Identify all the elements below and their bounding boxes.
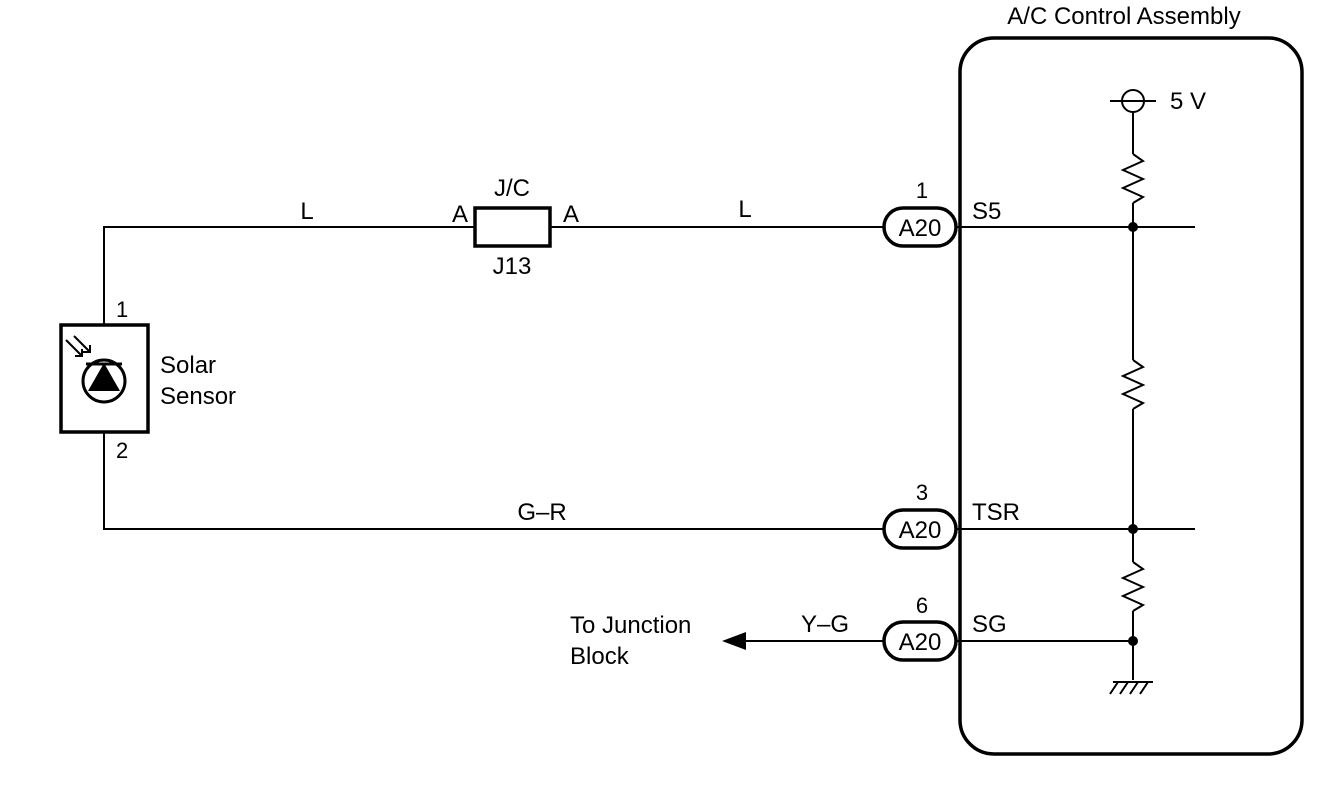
junction-right-pin: A — [563, 201, 579, 228]
wire-label-tsr: G–R — [517, 499, 566, 526]
node-dot-s5 — [1128, 222, 1138, 232]
svg-text:SG: SG — [972, 611, 1007, 638]
wire-tsr — [103, 432, 884, 530]
ground-icon — [1109, 681, 1153, 695]
destination-line2: Block — [570, 643, 630, 670]
svg-text:A20: A20 — [899, 629, 942, 656]
node-dot-tsr — [1128, 524, 1138, 534]
destination-line1: To Junction — [570, 612, 691, 639]
svg-text:3: 3 — [916, 480, 928, 505]
light-arrows-icon — [65, 335, 91, 357]
photodiode-icon — [88, 363, 120, 391]
svg-text:S5: S5 — [972, 198, 1001, 225]
connector-pin-3: A20 3 TSR — [882, 480, 1020, 550]
junction-left-pin: A — [452, 201, 468, 228]
sensor-pin-top: 1 — [116, 297, 128, 322]
junction-bottom-label: J13 — [493, 253, 532, 280]
resistor-top-icon — [1120, 153, 1146, 204]
node-dot-sg — [1128, 636, 1138, 646]
ac-control-assembly-box — [958, 36, 1304, 756]
junction-connector-box — [473, 206, 552, 248]
sensor-name-line2: Sensor — [160, 383, 236, 410]
supply-5v-label: 5 V — [1170, 88, 1206, 115]
svg-text:1: 1 — [916, 178, 928, 203]
wire-label-s5-left: L — [300, 198, 313, 225]
sensor-name-line1: Solar — [160, 352, 216, 379]
sensor-pin-bottom: 2 — [116, 438, 128, 463]
svg-text:TSR: TSR — [972, 499, 1020, 526]
photodiode-circle — [81, 358, 127, 404]
connector-pin-1: A20 1 S5 — [882, 178, 1001, 248]
assembly-title: A/C Control Assembly — [1007, 3, 1240, 30]
svg-text:A20: A20 — [899, 517, 942, 544]
junction-top-label: J/C — [494, 175, 530, 202]
svg-text:6: 6 — [916, 593, 928, 618]
wire-label-s5-right: L — [738, 196, 751, 223]
resistor-bottom-icon — [1120, 561, 1146, 612]
connector-pin-6: A20 6 SG — [882, 593, 1007, 662]
arrow-left-icon — [722, 632, 746, 650]
wire-label-sg: Y–G — [801, 611, 849, 638]
wire-s5 — [103, 226, 475, 325]
resistor-middle-icon — [1120, 359, 1146, 410]
svg-text:A20: A20 — [899, 215, 942, 242]
